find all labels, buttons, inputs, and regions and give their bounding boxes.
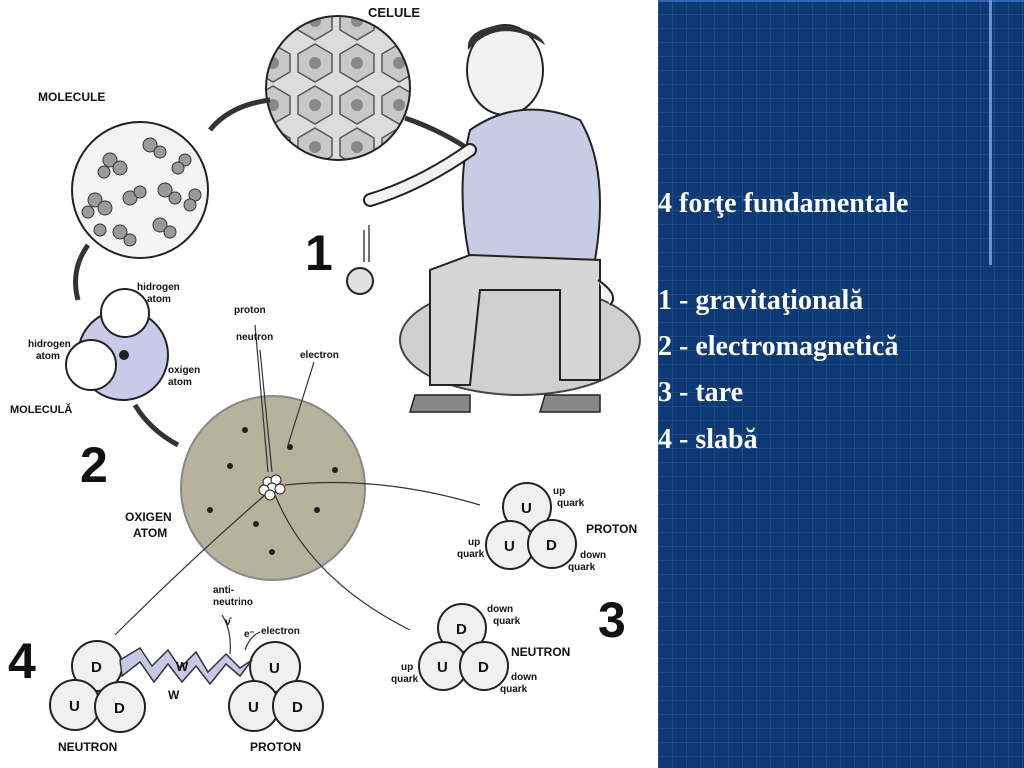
force-item-4: 4 - slabă (658, 424, 758, 455)
slide-side-panel: 4 forţe fundamentale 1 - gravitaţională … (658, 0, 1024, 768)
label-neutron-small: neutron (236, 332, 273, 343)
number-4: 4 (8, 633, 36, 689)
label-oxygen-atom-small-b: atom (168, 377, 192, 388)
molecules-circle (71, 121, 209, 259)
quark-u-2: U (504, 538, 515, 555)
label-neutron-downquark-a: down (487, 604, 513, 615)
label-hydrogen-atom-1b: atom (147, 294, 171, 305)
label-oxygen-atom-a: OXIGEN (125, 510, 172, 524)
number-1: 1 (305, 225, 333, 281)
label-molecules: MOLECULE (38, 90, 105, 104)
label-neutron: NEUTRON (511, 645, 570, 659)
boy-figure (363, 24, 641, 413)
forces-illustration: CELULE MOLECULE (0, 0, 658, 768)
water-molecule (65, 288, 169, 401)
label-proton-upquark-b: quark (557, 498, 585, 509)
label-cells: CELULE (368, 5, 420, 20)
label-neutron-upquark-b: quark (391, 674, 419, 685)
quark-u-5: U (269, 660, 280, 677)
falling-ball (346, 225, 374, 295)
label-proton-bottom: PROTON (250, 740, 301, 754)
label-antineutrino-a: anti- (213, 585, 234, 596)
quark-d-2: D (456, 621, 467, 638)
label-hydrogen-atom-1a: hidrogen (137, 282, 180, 293)
label-w-plus: W (176, 659, 189, 674)
decorative-vertical-line (989, 0, 992, 265)
number-2: 2 (80, 437, 108, 493)
flow-arrows (73, 97, 472, 448)
label-proton: PROTON (586, 522, 637, 536)
force-item-2: 2 - electromagnetică (658, 331, 899, 362)
neutron-quarks: D U D (418, 603, 509, 691)
top-divider (658, 0, 1024, 2)
quark-u-4: U (69, 698, 80, 715)
label-proton-small: proton (234, 305, 266, 316)
illustration-svg: CELULE MOLECULE (8, 5, 641, 754)
label-e-symbol: e⁻ (244, 629, 255, 640)
label-proton-upquark-a: up (553, 486, 565, 497)
label-oxygen-atom-small-a: oxigen (168, 365, 200, 376)
label-proton-downquark-a: down (580, 550, 606, 561)
label-electron-small: electron (300, 350, 339, 361)
quark-d-1: D (546, 537, 557, 554)
quark-u-1: U (521, 500, 532, 517)
label-proton-downquark-b: quark (568, 562, 596, 573)
label-hydrogen-atom-2b: atom (36, 351, 60, 362)
label-w-minus: W (168, 688, 180, 702)
label-molecule: MOLECULĂ (10, 403, 72, 416)
number-3: 3 (598, 592, 626, 648)
label-proton-upquark2-a: up (468, 537, 480, 548)
decay-proton: U U D (228, 641, 324, 732)
quark-d-6: D (292, 699, 303, 716)
label-electron: electron (261, 626, 300, 637)
force-item-3: 3 - tare (658, 377, 743, 408)
forces-title: 4 forţe fundamentale (658, 188, 909, 219)
quark-u-6: U (248, 699, 259, 716)
label-hydrogen-atom-2a: hidrogen (28, 339, 71, 350)
label-oxygen-atom-b: ATOM (133, 526, 167, 540)
oxygen-atom (180, 395, 366, 581)
label-neutron-downquark2-a: down (511, 672, 537, 683)
decay-neutron: D U D (49, 640, 146, 733)
label-antineutrino-b: neutrino (213, 597, 253, 608)
proton-quarks: U U D (485, 482, 577, 570)
quark-d-3: D (478, 659, 489, 676)
cells-circle (265, 15, 411, 161)
quark-d-5: D (114, 700, 125, 717)
quark-u-3: U (437, 659, 448, 676)
label-nu-symbol: ν̄ (225, 617, 233, 628)
force-item-1: 1 - gravitaţională (658, 285, 864, 316)
label-neutron-downquark2-b: quark (500, 684, 528, 695)
label-proton-upquark2-b: quark (457, 549, 485, 560)
label-neutron-upquark-a: up (401, 662, 413, 673)
label-neutron-bottom: NEUTRON (58, 740, 117, 754)
quark-d-4: D (91, 659, 102, 676)
label-neutron-downquark-b: quark (493, 616, 521, 627)
w-boson-wave (119, 646, 253, 686)
pointer-lines (114, 324, 481, 636)
